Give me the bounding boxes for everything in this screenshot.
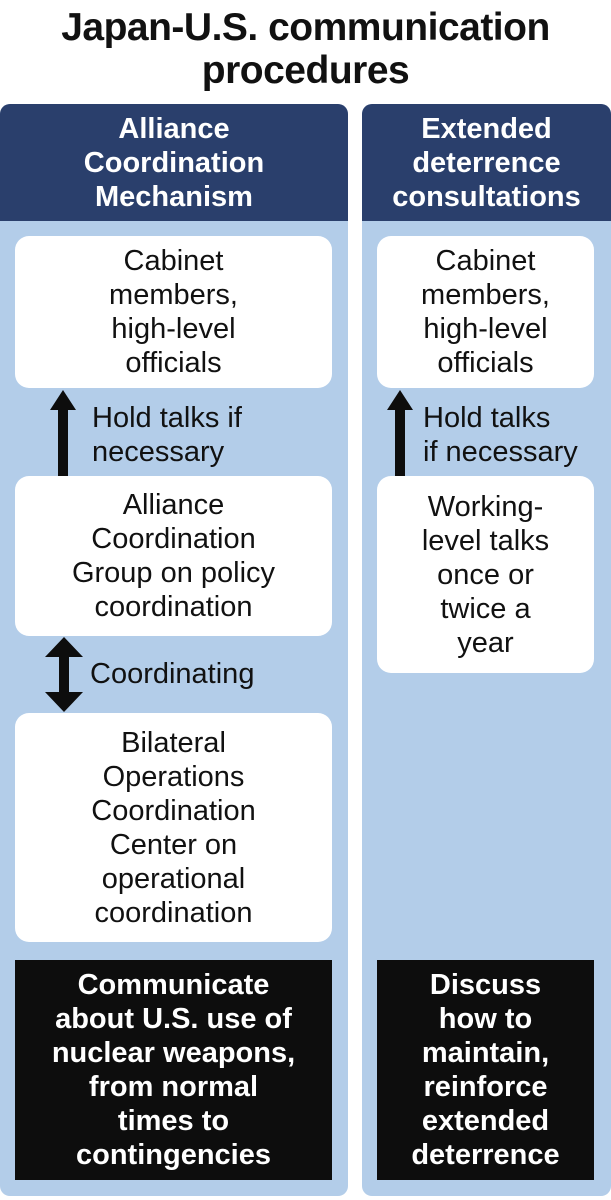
footer-line: how to — [438, 1003, 533, 1035]
cabinet-members-box-left: Cabinet members, high-level officials — [15, 236, 332, 388]
alliance-coordination-group-box: Alliance Coordination Group on policy co… — [15, 476, 332, 636]
hold-talks-label-left: Hold talks if necessary — [92, 401, 242, 469]
footer-line: extended — [421, 1105, 550, 1137]
box-line: members, — [109, 279, 238, 311]
footer-line: about U.S. use of — [55, 1003, 292, 1035]
footer-line: maintain, — [421, 1037, 550, 1069]
box-line: Coordination — [91, 523, 256, 555]
title-line-1: Japan-U.S. communication — [61, 6, 550, 49]
box-line: high-level — [111, 313, 236, 345]
box-line: Coordination — [91, 794, 256, 827]
footer-line: Communicate — [77, 969, 270, 1001]
box-line: Center on — [109, 828, 238, 861]
footer-line: times to — [117, 1105, 230, 1137]
extended-deterrence-column: Extended deterrence consultations Cabine… — [362, 104, 611, 1196]
footer-line: from normal — [88, 1071, 259, 1103]
box-line: level talks — [421, 524, 550, 557]
connector-line: Coordinating — [90, 658, 255, 690]
cabinet-members-box-right: Cabinet members, high-level officials — [377, 236, 594, 388]
communicate-nuclear-box: Communicate about U.S. use of nuclear we… — [15, 960, 332, 1180]
header-line: deterrence — [412, 146, 561, 179]
box-line: operational — [101, 862, 246, 895]
box-line: Working- — [427, 490, 544, 523]
header-line: consultations — [392, 180, 581, 213]
box-line: Cabinet — [123, 245, 224, 277]
box-line: officials — [125, 347, 222, 379]
bilateral-operations-box: Bilateral Operations Coordination Center… — [15, 713, 332, 942]
connector-line: necessary — [92, 436, 225, 468]
box-line: Bilateral — [121, 726, 226, 759]
box-line: members, — [421, 279, 550, 311]
arrow-up-icon — [387, 390, 413, 476]
header-line: Coordination — [83, 146, 265, 179]
page-title: Japan-U.S. communication procedures — [0, 6, 611, 92]
connector-line: Hold talks if — [92, 402, 242, 434]
discuss-deterrence-box: Discuss how to maintain, reinforce exten… — [377, 960, 594, 1180]
working-level-talks-box: Working- level talks once or twice a yea… — [377, 476, 594, 673]
box-line: once or — [437, 558, 534, 591]
box-line: Operations — [102, 760, 245, 793]
extended-deterrence-header: Extended deterrence consultations — [362, 104, 611, 221]
box-line: coordination — [94, 896, 253, 929]
header-line: Mechanism — [95, 180, 253, 213]
connector-line: if necessary — [423, 436, 578, 468]
footer-line: Discuss — [429, 969, 542, 1001]
box-line: high-level — [423, 313, 548, 345]
box-line: officials — [437, 347, 534, 379]
alliance-coordination-header: Alliance Coordination Mechanism — [0, 104, 348, 221]
box-line: twice a — [440, 592, 531, 625]
box-line: Cabinet — [435, 245, 536, 277]
title-line-2: procedures — [201, 49, 410, 92]
alliance-coordination-column: Alliance Coordination Mechanism Cabinet … — [0, 104, 348, 1196]
arrow-up-down-icon — [45, 637, 83, 712]
box-line: Group on policy — [71, 557, 276, 589]
footer-line: deterrence — [411, 1139, 560, 1171]
arrow-up-icon — [50, 390, 76, 476]
coordinating-label: Coordinating — [90, 657, 254, 691]
box-line: year — [457, 626, 514, 659]
header-line: Alliance — [118, 112, 230, 145]
footer-line: nuclear weapons, — [51, 1037, 296, 1069]
box-line: coordination — [94, 591, 253, 623]
footer-line: reinforce — [423, 1071, 548, 1103]
connector-line: Hold talks — [423, 402, 551, 434]
box-line: Alliance — [122, 489, 225, 521]
hold-talks-label-right: Hold talks if necessary — [423, 401, 578, 469]
footer-line: contingencies — [76, 1139, 271, 1171]
header-line: Extended — [421, 112, 552, 145]
